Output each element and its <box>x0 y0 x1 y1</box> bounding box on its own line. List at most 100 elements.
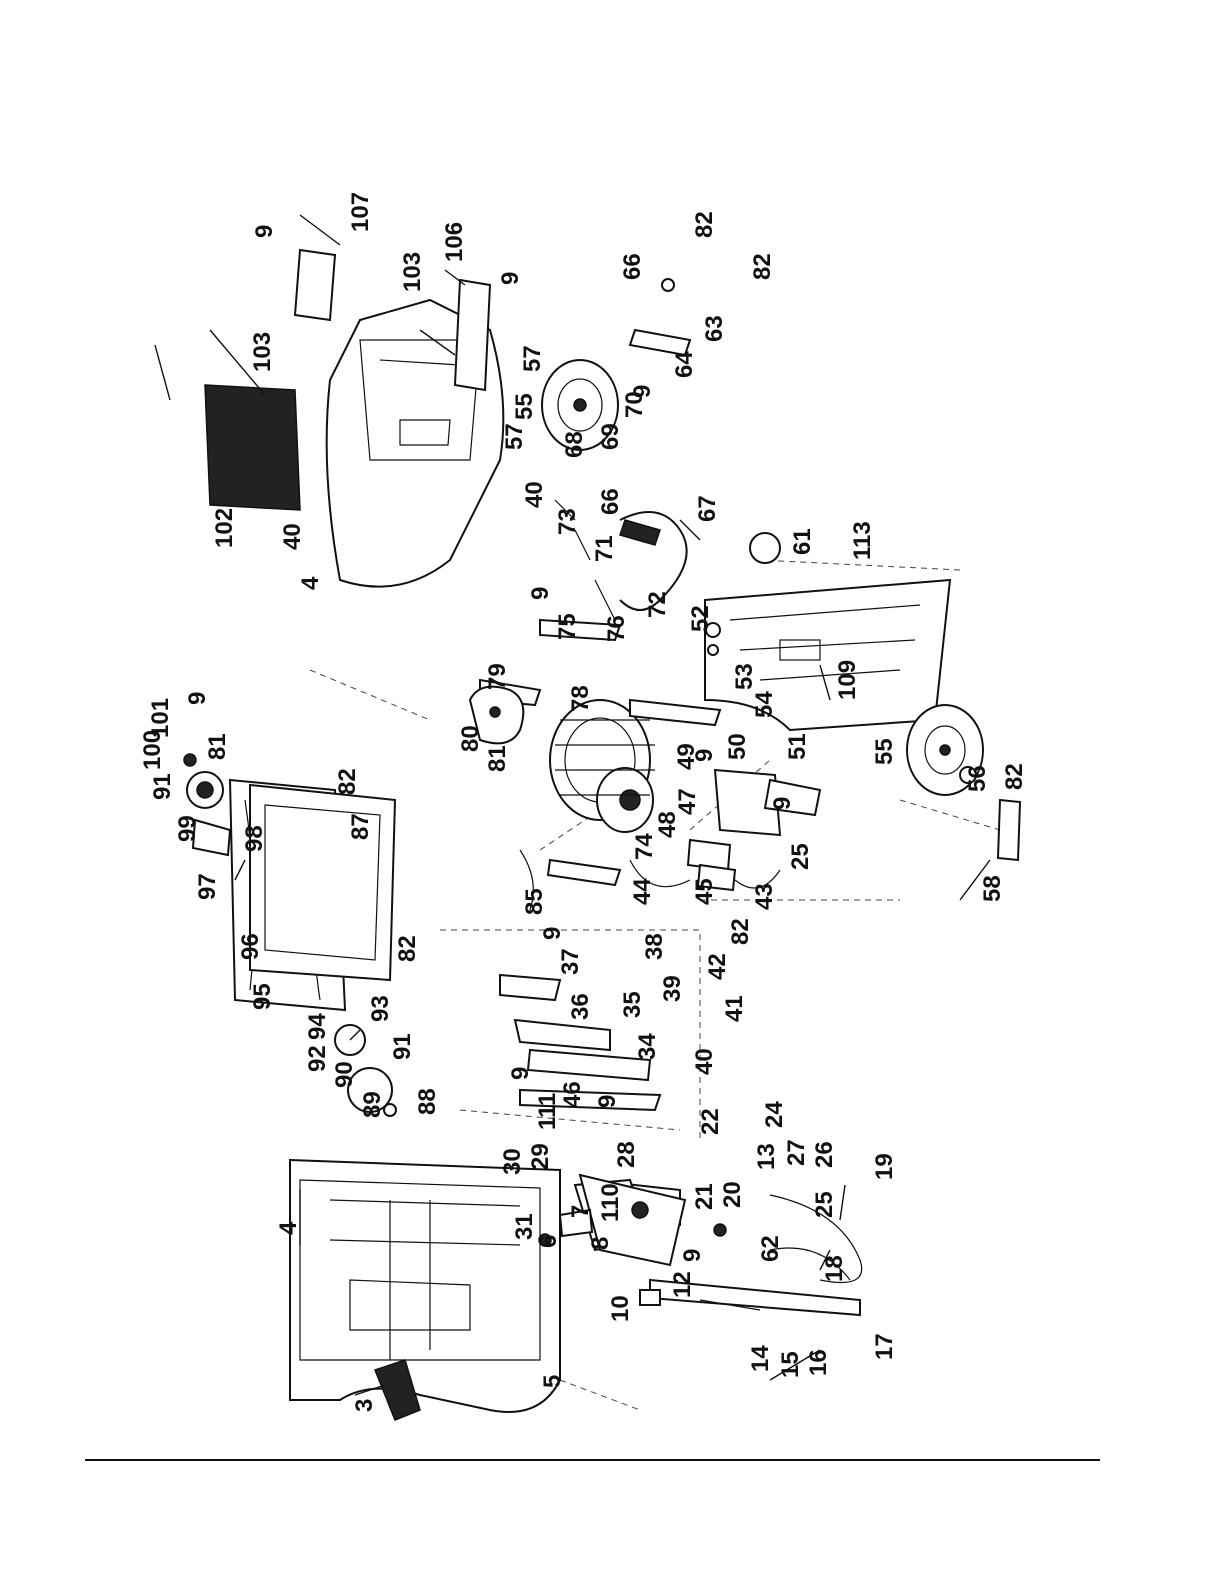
callout-8: 8 <box>587 1237 614 1250</box>
callout-4b: 4 <box>297 576 324 590</box>
callout-98: 98 <box>241 825 268 852</box>
callout-44: 44 <box>629 878 656 905</box>
callout-9f: 9 <box>691 749 718 762</box>
callout-9h: 9 <box>527 587 554 600</box>
callout-82e: 82 <box>749 253 776 280</box>
callout-48: 48 <box>654 811 681 838</box>
callout-90: 90 <box>331 1061 358 1088</box>
callout-85: 85 <box>521 888 548 915</box>
callout-40c: 40 <box>279 523 306 550</box>
callout-26: 26 <box>811 1141 838 1168</box>
lever-part-17 <box>639 1278 861 1317</box>
control-plate-parts <box>538 1173 727 1267</box>
callout-61: 61 <box>789 528 816 555</box>
axle-part-58 <box>996 798 1022 862</box>
callout-91b: 91 <box>149 773 176 800</box>
callout-10: 10 <box>607 1295 634 1322</box>
callout-9d: 9 <box>184 692 211 705</box>
callout-87: 87 <box>347 813 374 840</box>
callout-6: 6 <box>535 1235 562 1248</box>
callout-45: 45 <box>691 878 718 905</box>
callout-50: 50 <box>724 733 751 760</box>
callout-109: 109 <box>834 660 861 700</box>
callout-81b: 81 <box>484 745 511 772</box>
callout-75: 75 <box>554 613 581 640</box>
callout-51: 51 <box>784 733 811 760</box>
callout-76: 76 <box>603 615 630 642</box>
callout-69: 69 <box>597 423 624 450</box>
callout-9g: 9 <box>769 797 796 810</box>
callout-37: 37 <box>557 948 584 975</box>
footer-rule <box>85 1459 1100 1461</box>
motor-part-78 <box>519 699 655 911</box>
callout-64: 64 <box>671 351 698 378</box>
callout-57b: 57 <box>519 345 546 372</box>
callout-63: 63 <box>701 315 728 342</box>
callout-82b: 82 <box>394 935 421 962</box>
base-plate-part-109 <box>704 578 952 732</box>
callout-29: 29 <box>527 1143 554 1170</box>
callout-54: 54 <box>751 691 778 718</box>
callout-113: 113 <box>849 521 876 560</box>
callout-96: 96 <box>237 933 264 960</box>
callout-81: 81 <box>204 733 231 760</box>
callout-66b: 66 <box>619 253 646 280</box>
callout-20: 20 <box>719 1181 746 1208</box>
axle-bracket <box>628 278 692 357</box>
nuts-52-53 <box>705 622 721 656</box>
callout-82d: 82 <box>691 211 718 238</box>
pulley-assembly <box>183 753 232 857</box>
callout-30: 30 <box>499 1148 526 1175</box>
callout-36: 36 <box>567 993 594 1020</box>
callout-38: 38 <box>641 933 668 960</box>
callout-24: 24 <box>761 1101 788 1128</box>
callout-9: 9 <box>679 1249 706 1262</box>
callout-18: 18 <box>821 1255 848 1282</box>
callout-57: 57 <box>501 423 528 450</box>
callout-5: 5 <box>539 1375 566 1388</box>
callout-40: 40 <box>691 1048 718 1075</box>
callout-31: 31 <box>511 1213 538 1240</box>
callout-35: 35 <box>619 991 646 1018</box>
plate-and-lever <box>713 768 822 837</box>
wheel-lower-part-55 <box>906 704 984 796</box>
power-cables <box>769 1194 863 1284</box>
callout-78: 78 <box>567 685 594 712</box>
callout-22: 22 <box>697 1108 724 1135</box>
handle-part-67 <box>619 511 688 611</box>
callout-55b: 55 <box>871 738 898 765</box>
callout-28: 28 <box>613 1141 640 1168</box>
callout-88: 88 <box>414 1088 441 1115</box>
spring-pins <box>554 499 616 621</box>
callout-19: 19 <box>871 1153 898 1180</box>
callout-58: 58 <box>979 875 1006 902</box>
callout-25b: 25 <box>787 843 814 870</box>
callout-89: 89 <box>359 1091 386 1118</box>
callout-67: 67 <box>694 495 721 522</box>
callout-82c: 82 <box>727 918 754 945</box>
callout-74: 74 <box>631 833 658 860</box>
callout-56: 56 <box>964 765 991 792</box>
callout-95: 95 <box>249 983 276 1010</box>
belt-guard <box>468 685 525 745</box>
callout-49: 49 <box>673 743 700 770</box>
switch-block <box>629 838 781 892</box>
brush-roll-assembly <box>228 778 397 1117</box>
callout-12: 12 <box>669 1271 696 1298</box>
callout-9e: 9 <box>539 927 566 940</box>
callout-14: 14 <box>747 1345 774 1372</box>
callout-103b: 103 <box>249 332 276 372</box>
knob-part-61 <box>749 532 781 564</box>
callout-110: 110 <box>597 1183 624 1222</box>
callout-82f: 82 <box>1001 763 1028 790</box>
side-rails <box>293 248 492 392</box>
callout-42: 42 <box>704 953 731 980</box>
callout-27: 27 <box>783 1139 810 1166</box>
callout-43: 43 <box>751 883 778 910</box>
callout-62: 62 <box>757 1235 784 1262</box>
callout-99: 99 <box>174 815 201 842</box>
callout-9c: 9 <box>594 1095 621 1108</box>
callout-9j: 9 <box>497 272 524 285</box>
callout-94: 94 <box>304 1013 331 1040</box>
